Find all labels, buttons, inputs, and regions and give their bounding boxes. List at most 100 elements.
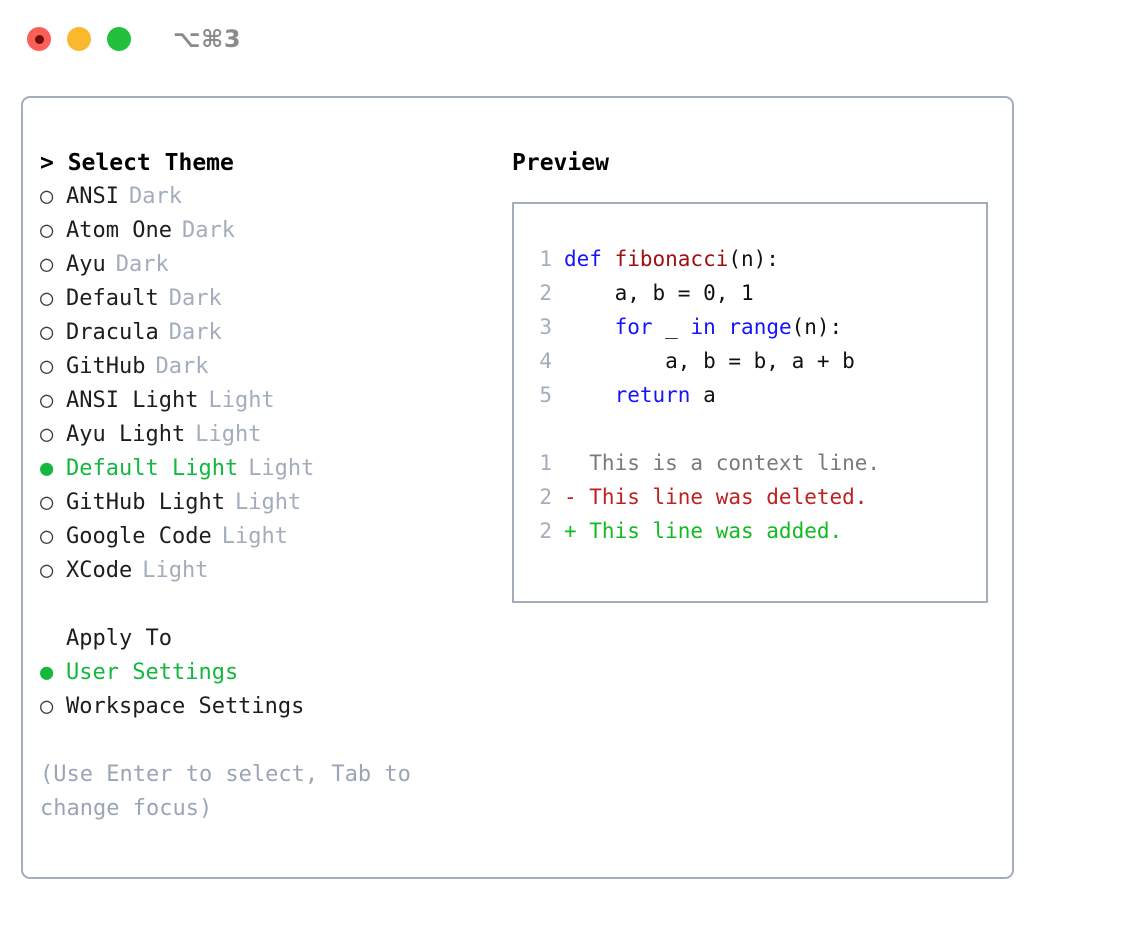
code-token: [564, 383, 615, 407]
maximize-button[interactable]: [107, 27, 131, 51]
radio-unselected-icon: ○: [40, 422, 54, 447]
diff-sample: 1 This is a context line.2- This line wa…: [528, 446, 986, 548]
theme-option-ayu[interactable]: ○ Ayu Dark: [40, 248, 503, 282]
theme-option-tag: Light: [234, 490, 302, 515]
diff-line: 1 This is a context line.: [528, 446, 986, 480]
code-token: return: [614, 383, 691, 407]
theme-option-ansi[interactable]: ○ ANSI Dark: [40, 180, 503, 214]
line-number: 3: [539, 315, 552, 339]
radio-unselected-icon: ○: [40, 388, 54, 413]
theme-option-github-light[interactable]: ○ GitHub Light Light: [40, 486, 503, 520]
line-number: 5: [539, 383, 552, 407]
theme-option-label: Google Code: [66, 524, 212, 549]
theme-option-xcode[interactable]: ○ XCode Light: [40, 554, 503, 588]
minimize-button[interactable]: [67, 27, 91, 51]
traffic-lights: [27, 27, 131, 51]
list-spacer: [40, 588, 503, 622]
code-line: 2 a, b = 0, 1: [528, 276, 986, 310]
radio-unselected-icon: ○: [40, 218, 54, 243]
line-number: 2: [539, 485, 552, 509]
theme-option-tag: Light: [208, 388, 275, 413]
code-token: fibonacci: [614, 247, 729, 271]
code-token: (n):: [791, 315, 843, 339]
radio-selected-icon: ●: [40, 456, 54, 481]
theme-option-tag: Dark: [115, 252, 169, 277]
theme-option-label: ANSI: [66, 184, 119, 209]
diff-line: 2- This line was deleted.: [528, 480, 986, 514]
apply-to-option-list[interactable]: ● User Settings ○ Workspace Settings: [40, 656, 503, 724]
select-theme-header: > Select Theme: [40, 150, 234, 176]
code-line: 3 for _ in range(n):: [528, 310, 986, 344]
apply-to-option-label: Workspace Settings: [66, 694, 305, 719]
theme-option-tag: Dark: [168, 320, 222, 345]
theme-option-label: Atom One: [66, 218, 172, 243]
theme-option-label: Ayu: [66, 252, 106, 277]
line-number: 4: [539, 349, 552, 373]
apply-to-option-label: User Settings: [66, 660, 239, 685]
theme-option-label: Dracula: [66, 320, 159, 345]
radio-unselected-icon: ○: [40, 252, 54, 277]
keyboard-shortcut-label: ⌥⌘3: [173, 25, 242, 53]
theme-option-tag: Dark: [168, 286, 222, 311]
code-token: for: [614, 315, 653, 339]
theme-option-tag: Light: [221, 524, 288, 549]
code-token: (n):: [728, 247, 779, 271]
keyboard-hint-text: (Use Enter to select, Tab to change focu…: [40, 762, 411, 821]
code-token: in: [690, 315, 716, 339]
code-line: 5 return a: [528, 378, 986, 412]
theme-option-tag: Light: [142, 558, 209, 583]
title-bar: ⌥⌘3: [0, 0, 1140, 78]
theme-option-label: Default: [66, 286, 159, 311]
line-number: 2: [539, 519, 552, 543]
theme-option-label: XCode: [66, 558, 133, 583]
radio-unselected-icon: ○: [40, 490, 54, 515]
code-token: This is a context line.: [564, 451, 881, 475]
radio-unselected-icon: ○: [40, 558, 54, 583]
close-button[interactable]: [27, 27, 51, 51]
theme-option-atom-one[interactable]: ○ Atom One Dark: [40, 214, 503, 248]
radio-unselected-icon: ○: [40, 694, 54, 719]
radio-unselected-icon: ○: [40, 320, 54, 345]
theme-option-tag: Light: [195, 422, 262, 447]
radio-unselected-icon: ○: [40, 354, 54, 379]
code-line: 4 a, b = b, a + b: [528, 344, 986, 378]
code-token: [716, 315, 729, 339]
preview-title: Preview: [512, 150, 609, 176]
theme-option-label: ANSI Light: [66, 388, 199, 413]
radio-selected-icon: ●: [40, 660, 54, 685]
code-token: a: [690, 383, 716, 407]
theme-option-ansi-light[interactable]: ○ ANSI Light Light: [40, 384, 503, 418]
theme-option-label: Ayu Light: [66, 422, 186, 447]
diff-line: 2 + This line was added.: [528, 514, 986, 548]
apply-to-option-user-settings[interactable]: ● User Settings: [40, 656, 503, 690]
code-token: _: [652, 315, 691, 339]
apply-to-header: Apply To: [66, 626, 172, 651]
line-number: 1: [539, 247, 552, 271]
apply-to-option-workspace-settings[interactable]: ○ Workspace Settings: [40, 690, 503, 724]
theme-option-tag: Dark: [128, 184, 182, 209]
code-token: [564, 315, 615, 339]
radio-unselected-icon: ○: [40, 184, 54, 209]
theme-option-label: Default Light: [66, 456, 239, 481]
line-number: 1: [539, 451, 552, 475]
theme-option-tag: Dark: [181, 218, 235, 243]
theme-option-label: GitHub Light: [66, 490, 225, 515]
code-token: + This line was added.: [564, 519, 843, 543]
theme-option-label: GitHub: [66, 354, 146, 379]
code-diff-gap: [528, 412, 986, 446]
code-token: a, b = 0, 1: [564, 281, 754, 305]
theme-option-ayu-light[interactable]: ○ Ayu Light Light: [40, 418, 503, 452]
theme-option-dracula[interactable]: ○ Dracula Dark: [40, 316, 503, 350]
